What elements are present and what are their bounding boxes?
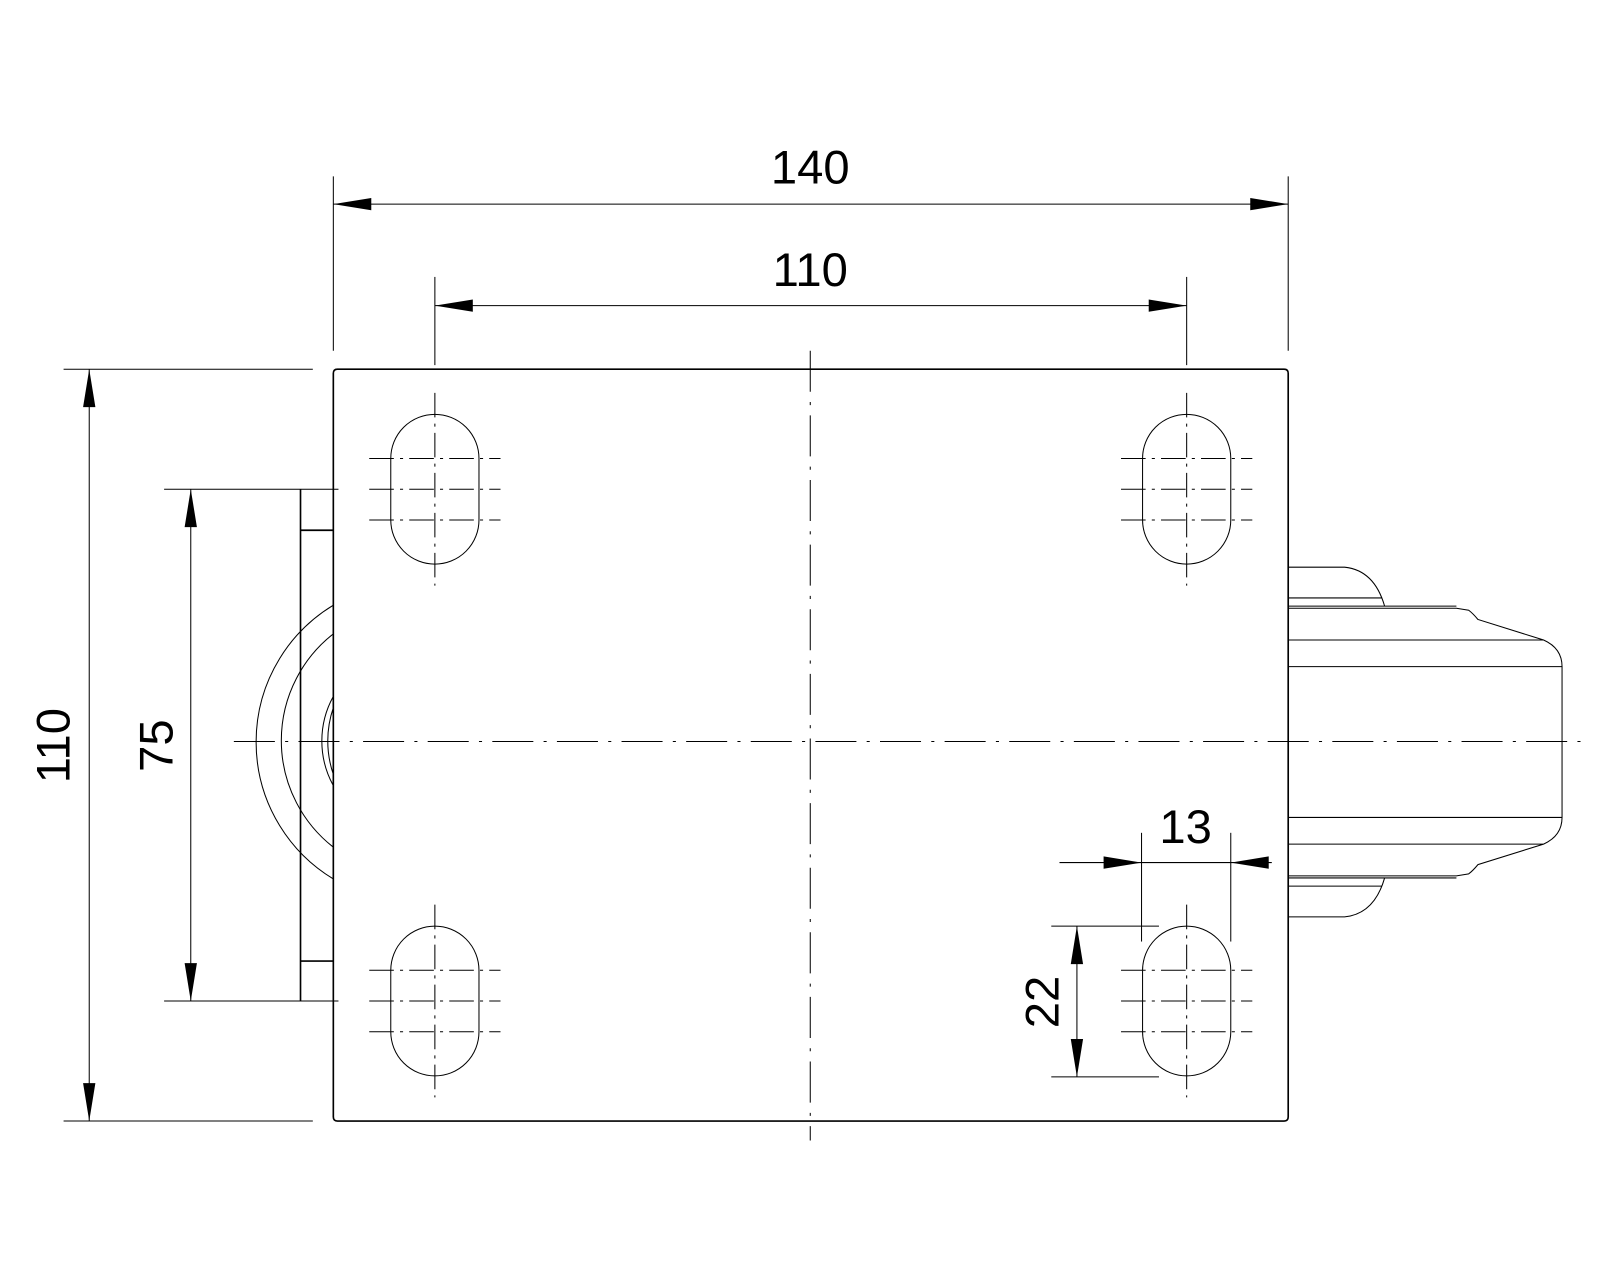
dimension-overall-height: 110 [27, 368, 313, 1122]
dim-label-13: 13 [1159, 800, 1211, 853]
dim-label-140: 140 [771, 141, 850, 194]
mounting-slot [369, 392, 501, 586]
dim-label-22: 22 [1015, 976, 1068, 1028]
dim-label-75: 75 [129, 719, 182, 771]
mounting-slot [1121, 392, 1253, 586]
dim-label-110-horizontal: 110 [773, 243, 848, 296]
dimension-hole-spacing-x: 110 [434, 243, 1188, 366]
wheel-side-view [1288, 566, 1563, 918]
dimension-slot-length: 22 [1015, 925, 1159, 1078]
mounting-slots [369, 392, 1253, 1098]
dim-label-110-vertical: 110 [27, 708, 80, 783]
mounting-slot [1121, 904, 1253, 1098]
mounting-slot [369, 904, 501, 1098]
top-plate-outline [332, 368, 1290, 1122]
dimension-overall-width: 140 [332, 141, 1289, 351]
dimension-slot-width: 13 [1059, 800, 1272, 942]
dimension-hole-spacing-y: 75 [129, 488, 339, 1002]
left-bracket [255, 489, 334, 1002]
